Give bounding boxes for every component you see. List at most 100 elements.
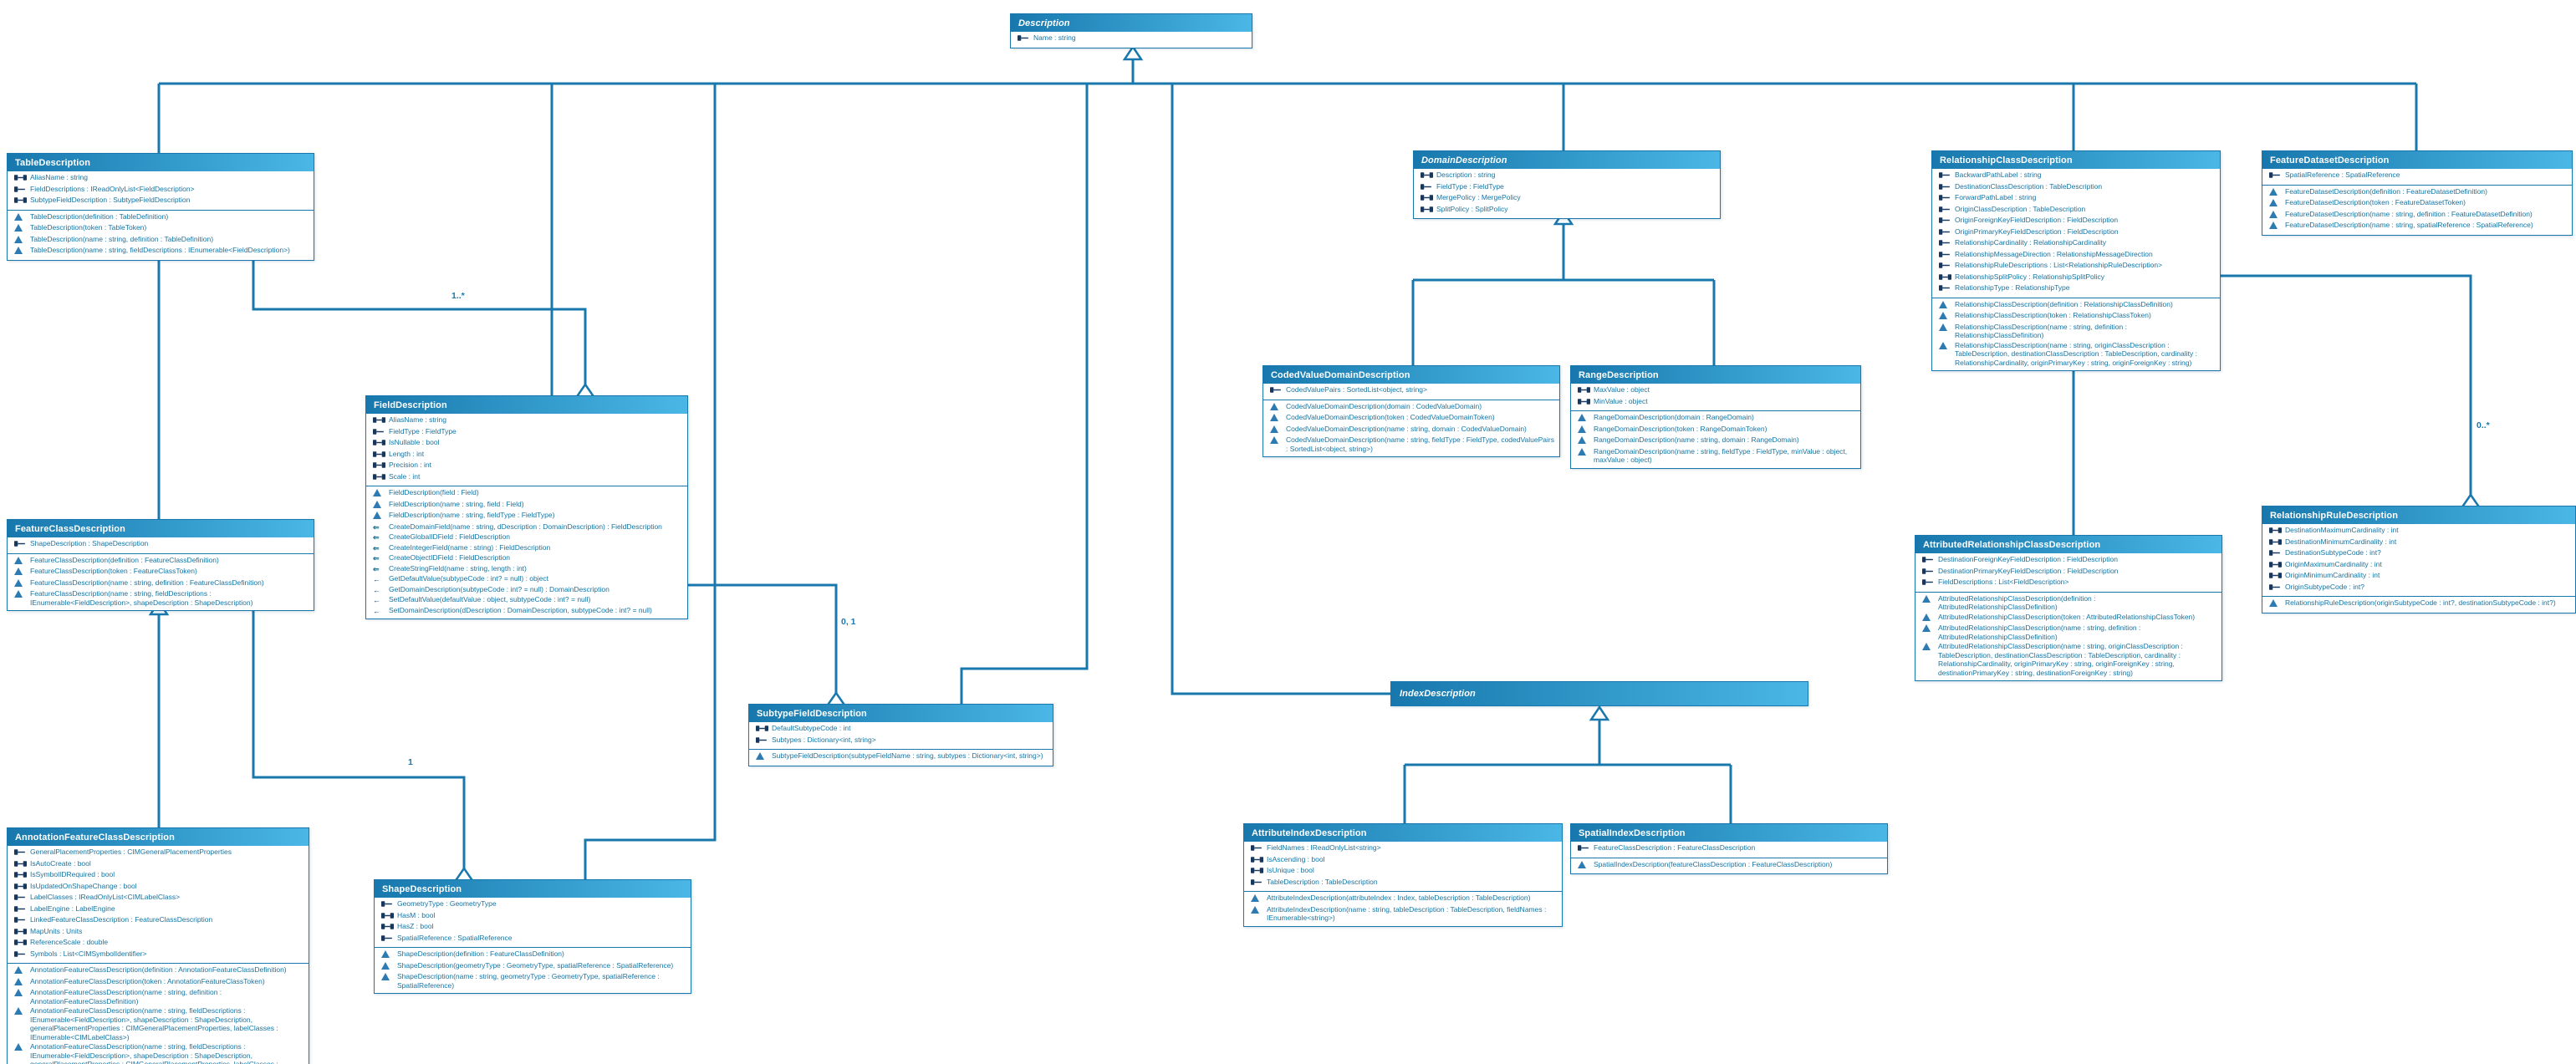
class-header[interactable]: ShapeDescription (375, 880, 691, 898)
member-row[interactable]: Length : int (366, 450, 687, 461)
member-row[interactable]: TableDescription(definition : TableDefin… (8, 212, 314, 224)
member-row[interactable]: FieldNames : IReadOnlyList<string> (1244, 843, 1562, 855)
member-row[interactable]: MapUnits : Units (8, 927, 309, 939)
member-row[interactable]: DestinationClassDescription : TableDescr… (1932, 182, 2220, 194)
member-row[interactable]: FieldDescriptions : List<FieldDescriptio… (1915, 578, 2221, 589)
member-row[interactable]: CodedValueDomainDescription(token : Code… (1263, 413, 1559, 425)
member-row[interactable]: ←SetDefaultValue(defaultValue : object, … (366, 595, 687, 606)
member-row[interactable]: IsUpdatedOnShapeChange : bool (8, 882, 309, 893)
member-row[interactable]: LabelClasses : IReadOnlyList<CIMLabelCla… (8, 893, 309, 904)
class-header[interactable]: SpatialIndexDescription (1571, 824, 1887, 842)
class-header[interactable]: AnnotationFeatureClassDescription (8, 828, 309, 846)
member-row[interactable]: AttributeIndexDescription(attributeIndex… (1244, 893, 1562, 905)
member-row[interactable]: DestinationPrimaryKeyFieldDescription : … (1915, 567, 2221, 578)
member-row[interactable]: SubtypeFieldDescription : SubtypeFieldDe… (8, 196, 314, 207)
member-row[interactable]: AnnotationFeatureClassDescription(name :… (8, 988, 309, 1006)
member-row[interactable]: FeatureDatasetDescription(name : string,… (2262, 210, 2572, 221)
class-header[interactable]: TableDescription (8, 154, 314, 171)
member-row[interactable]: TableDescription(token : TableToken) (8, 223, 314, 235)
member-row[interactable]: SplitPolicy : SplitPolicy (1414, 205, 1720, 216)
member-row[interactable]: OriginPrimaryKeyFieldDescription : Field… (1932, 227, 2220, 239)
member-row[interactable]: RelationshipRuleDescriptions : List<Rela… (1932, 261, 2220, 272)
member-row[interactable]: DestinationSubtypeCode : int? (2262, 548, 2575, 560)
member-row[interactable]: TableDescription : TableDescription (1244, 878, 1562, 889)
member-row[interactable]: GeometryType : GeometryType (375, 899, 691, 911)
member-row[interactable]: SpatialReference : SpatialReference (2262, 171, 2572, 182)
member-row[interactable]: BackwardPathLabel : string (1932, 171, 2220, 182)
member-row[interactable]: RangeDomainDescription(name : string, fi… (1571, 447, 1860, 466)
member-row[interactable]: RelationshipClassDescription(token : Rel… (1932, 311, 2220, 323)
member-row[interactable]: FeatureClassDescription(definition : Fea… (8, 556, 314, 568)
class-header[interactable]: FeatureDatasetDescription (2262, 151, 2572, 169)
member-row[interactable]: FieldDescription(name : string, fieldTyp… (366, 511, 687, 522)
class-header[interactable]: FeatureClassDescription (8, 520, 314, 537)
member-row[interactable]: RelationshipClassDescription(name : stri… (1932, 341, 2220, 369)
member-row[interactable]: Symbols : List<CIMSymbolIdentifier> (8, 949, 309, 961)
member-row[interactable]: IsNullable : bool (366, 438, 687, 450)
member-row[interactable]: FieldType : FieldType (366, 427, 687, 439)
class-header[interactable]: AttributeIndexDescription (1244, 824, 1562, 842)
member-row[interactable]: RangeDomainDescription(name : string, do… (1571, 435, 1860, 447)
member-row[interactable]: IsAscending : bool (1244, 855, 1562, 867)
member-row[interactable]: ⇐CreateStringField(name : string, length… (366, 564, 687, 575)
member-row[interactable]: FeatureClassDescription(name : string, f… (8, 589, 314, 608)
member-row[interactable]: AnnotationFeatureClassDescription(defini… (8, 965, 309, 977)
member-row[interactable]: IsUnique : bool (1244, 866, 1562, 878)
class-header[interactable]: CodedValueDomainDescription (1263, 366, 1559, 384)
class-header[interactable]: RelationshipClassDescription (1932, 151, 2220, 169)
member-row[interactable]: MinValue : object (1571, 397, 1860, 409)
member-row[interactable]: FeatureDatasetDescription(name : string,… (2262, 221, 2572, 232)
member-row[interactable]: AttributeIndexDescription(name : string,… (1244, 905, 1562, 924)
member-row[interactable]: ForwardPathLabel : string (1932, 193, 2220, 205)
member-row[interactable]: ←GetDefaultValue(subtypeCode : int? = nu… (366, 574, 687, 585)
member-row[interactable]: ShapeDescription(geometryType : Geometry… (375, 961, 691, 973)
member-row[interactable]: ReferenceScale : double (8, 938, 309, 949)
member-row[interactable]: DestinationMaximumCardinality : int (2262, 526, 2575, 537)
member-row[interactable]: ←GetDomainDescription(subtypeCode : int?… (366, 585, 687, 596)
member-row[interactable]: RelationshipCardinality : RelationshipCa… (1932, 238, 2220, 250)
member-row[interactable]: ShapeDescription : ShapeDescription (8, 539, 314, 551)
member-row[interactable]: ⇐CreateIntegerField(name : string) : Fie… (366, 543, 687, 554)
member-row[interactable]: HasM : bool (375, 911, 691, 923)
member-row[interactable]: AnnotationFeatureClassDescription(name :… (8, 1006, 309, 1042)
member-row[interactable]: OriginMaximumCardinality : int (2262, 560, 2575, 572)
member-row[interactable]: CodedValuePairs : SortedList<object, str… (1263, 385, 1559, 397)
class-header[interactable]: IndexDescription (1391, 682, 1808, 705)
member-row[interactable]: MergePolicy : MergePolicy (1414, 193, 1720, 205)
member-row[interactable]: Scale : int (366, 472, 687, 484)
member-row[interactable]: AnnotationFeatureClassDescription(token … (8, 977, 309, 989)
member-row[interactable]: RangeDomainDescription(domain : RangeDom… (1571, 413, 1860, 425)
member-row[interactable]: FieldDescriptions : IReadOnlyList<FieldD… (8, 185, 314, 196)
member-row[interactable]: FieldDescription(field : Field) (366, 488, 687, 500)
class-header[interactable]: RangeDescription (1571, 366, 1860, 384)
member-row[interactable]: GeneralPlacementProperties : CIMGeneralP… (8, 848, 309, 859)
member-row[interactable]: IsAutoCreate : bool (8, 859, 309, 871)
member-row[interactable]: FeatureDatasetDescription(token : Featur… (2262, 198, 2572, 210)
member-row[interactable]: AttributedRelationshipClassDescription(n… (1915, 624, 2221, 642)
member-row[interactable]: CodedValueDomainDescription(name : strin… (1263, 425, 1559, 436)
member-row[interactable]: Precision : int (366, 461, 687, 472)
member-row[interactable]: AttributedRelationshipClassDescription(n… (1915, 642, 2221, 678)
member-row[interactable]: AliasName : string (8, 173, 314, 185)
member-row[interactable]: RelationshipSplitPolicy : RelationshipSp… (1932, 272, 2220, 284)
member-row[interactable]: LinkedFeatureClassDescription : FeatureC… (8, 915, 309, 927)
member-row[interactable]: OriginForeignKeyFieldDescription : Field… (1932, 216, 2220, 227)
member-row[interactable]: DefaultSubtypeCode : int (749, 724, 1053, 736)
member-row[interactable]: AttributedRelationshipClassDescription(t… (1915, 613, 2221, 624)
class-header[interactable]: RelationshipRuleDescription (2262, 507, 2575, 524)
member-row[interactable]: Subtypes : Dictionary<int, string> (749, 736, 1053, 747)
member-row[interactable]: FieldType : FieldType (1414, 182, 1720, 194)
member-row[interactable]: OriginMinimumCardinality : int (2262, 571, 2575, 583)
